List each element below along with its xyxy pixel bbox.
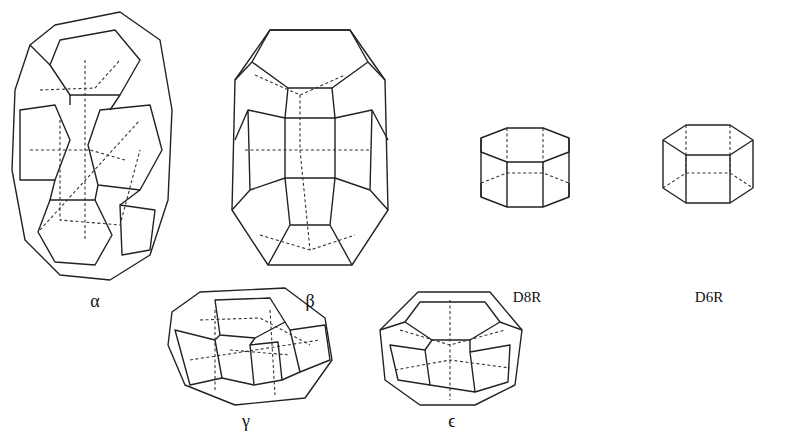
epsilon-cage: [380, 292, 522, 405]
beta-cage: [232, 30, 388, 265]
d6r-prism: [663, 125, 753, 203]
cage-label: D6R: [695, 290, 723, 305]
alpha-cage: [12, 12, 172, 280]
cage-label: D8R: [513, 290, 541, 305]
cage-label: ϵ: [448, 412, 455, 430]
gamma-cage: [168, 288, 332, 405]
d8r-prism: [481, 128, 569, 207]
cage-label: β: [305, 292, 314, 310]
cage-label: γ: [242, 412, 250, 430]
cage-label: α: [90, 292, 99, 310]
